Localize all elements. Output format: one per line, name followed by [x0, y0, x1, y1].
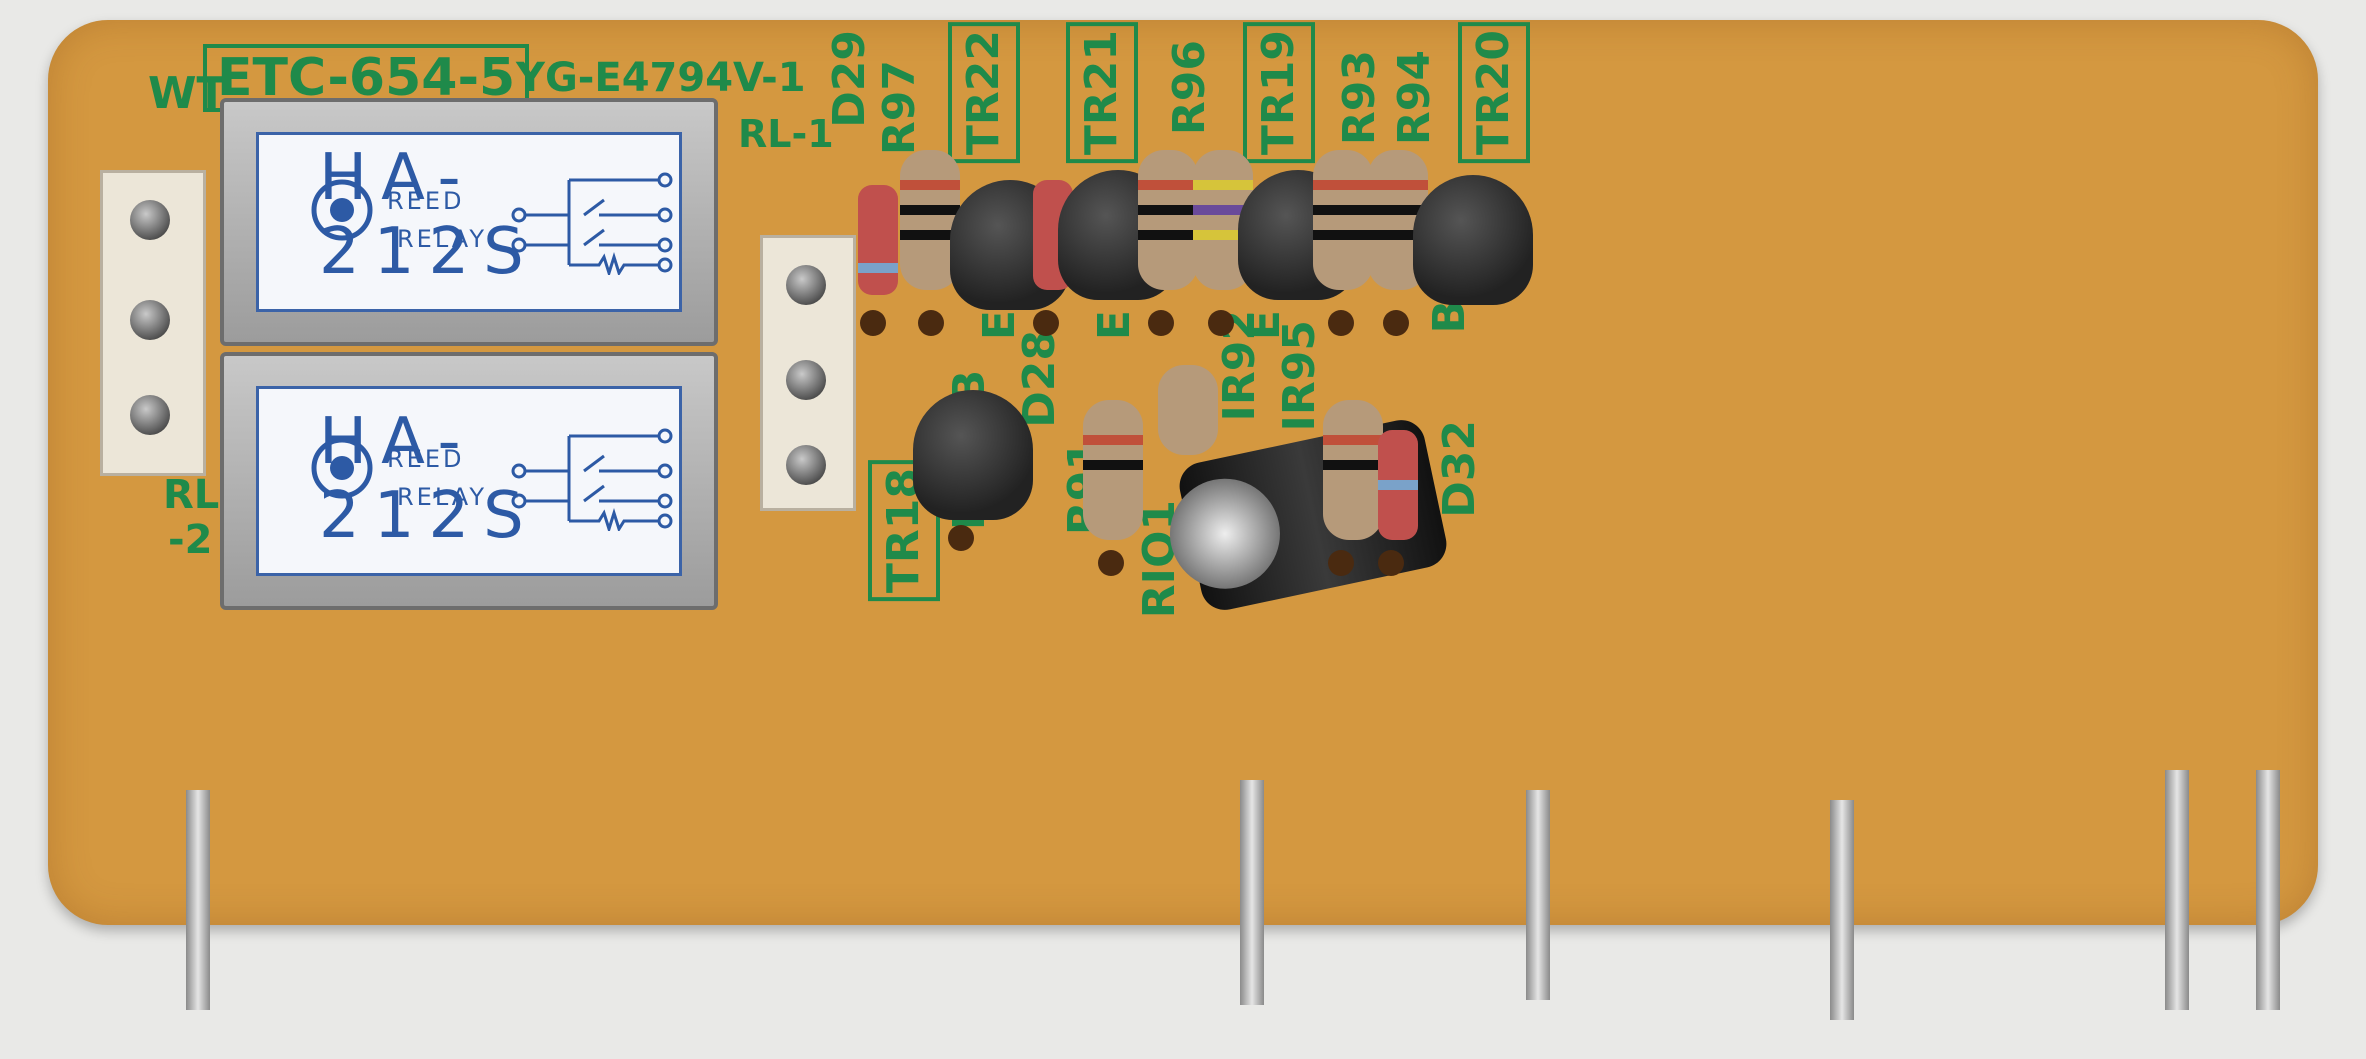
- reed-relay-bottom: REED RELAY HA-212S: [220, 352, 718, 610]
- relay-logo-icon: [311, 437, 373, 499]
- relay-logo-icon: [311, 179, 373, 241]
- pin: [786, 265, 826, 305]
- silk-board-code: YG-E4794V-1: [516, 55, 806, 101]
- diode-d32: [1378, 430, 1418, 540]
- edge-terminal: [1526, 790, 1550, 1000]
- relay-line2: RELAY: [397, 483, 487, 511]
- relay-line1: REED: [387, 187, 465, 215]
- silk-rl2-b: -2: [168, 517, 213, 563]
- resistor-r93: [1313, 150, 1373, 290]
- relay-model: HA-212S: [319, 405, 538, 553]
- silk-tr20: TR20: [1458, 22, 1530, 164]
- pin: [786, 360, 826, 400]
- resistor-r95: [1323, 400, 1383, 540]
- edge-terminal: [1830, 800, 1854, 1020]
- pin: [130, 200, 170, 240]
- silk-d28: D28: [1014, 330, 1065, 428]
- relay-label: REED RELAY HA-212S: [256, 386, 682, 576]
- silk-b2: B: [1424, 300, 1475, 334]
- silk-d32: D32: [1434, 420, 1485, 518]
- edge-terminal: [2256, 770, 2280, 1010]
- silk-r96: R96: [1164, 40, 1215, 136]
- silk-e2: E: [974, 310, 1025, 341]
- edge-terminal: [186, 790, 210, 1010]
- silk-rl2-a: RL: [163, 472, 220, 518]
- relay-line2: RELAY: [397, 225, 487, 253]
- silk-rl1: RL-1: [738, 112, 834, 156]
- reed-relay-top: REED RELAY HA-212S: [220, 98, 718, 346]
- resistor-r96a: [1138, 150, 1198, 290]
- pin: [786, 445, 826, 485]
- pin: [130, 300, 170, 340]
- silk-tr21: TR21: [1066, 22, 1138, 164]
- relay-schematic-icon: [511, 428, 673, 531]
- silk-e3: E: [1089, 310, 1140, 341]
- resistor-rio1: [1158, 365, 1218, 455]
- relay-model: HA-212S: [319, 141, 538, 289]
- diode-d29: [858, 185, 898, 295]
- edge-terminal: [1240, 780, 1264, 1005]
- silk-r97: R97: [874, 60, 925, 156]
- pin: [130, 395, 170, 435]
- relay-line1: REED: [387, 445, 465, 473]
- silk-r94: R94: [1389, 50, 1440, 146]
- resistor-r91: [1083, 400, 1143, 540]
- silk-tr22: TR22: [948, 22, 1020, 164]
- relay-label: REED RELAY HA-212S: [256, 132, 682, 312]
- silk-d29: D29: [824, 30, 875, 128]
- relay-schematic-icon: [511, 172, 673, 275]
- silk-tr19: TR19: [1243, 22, 1315, 164]
- silk-e4: E: [1239, 310, 1290, 341]
- transistor-tr18: [913, 390, 1033, 520]
- silk-r93: R93: [1334, 50, 1385, 146]
- edge-terminal: [2165, 770, 2189, 1010]
- pcb-board: WT ETC-654-5 YG-E4794V-1 RL-1 RL -2 D29 …: [48, 20, 2318, 925]
- transistor-tr20: [1413, 175, 1533, 305]
